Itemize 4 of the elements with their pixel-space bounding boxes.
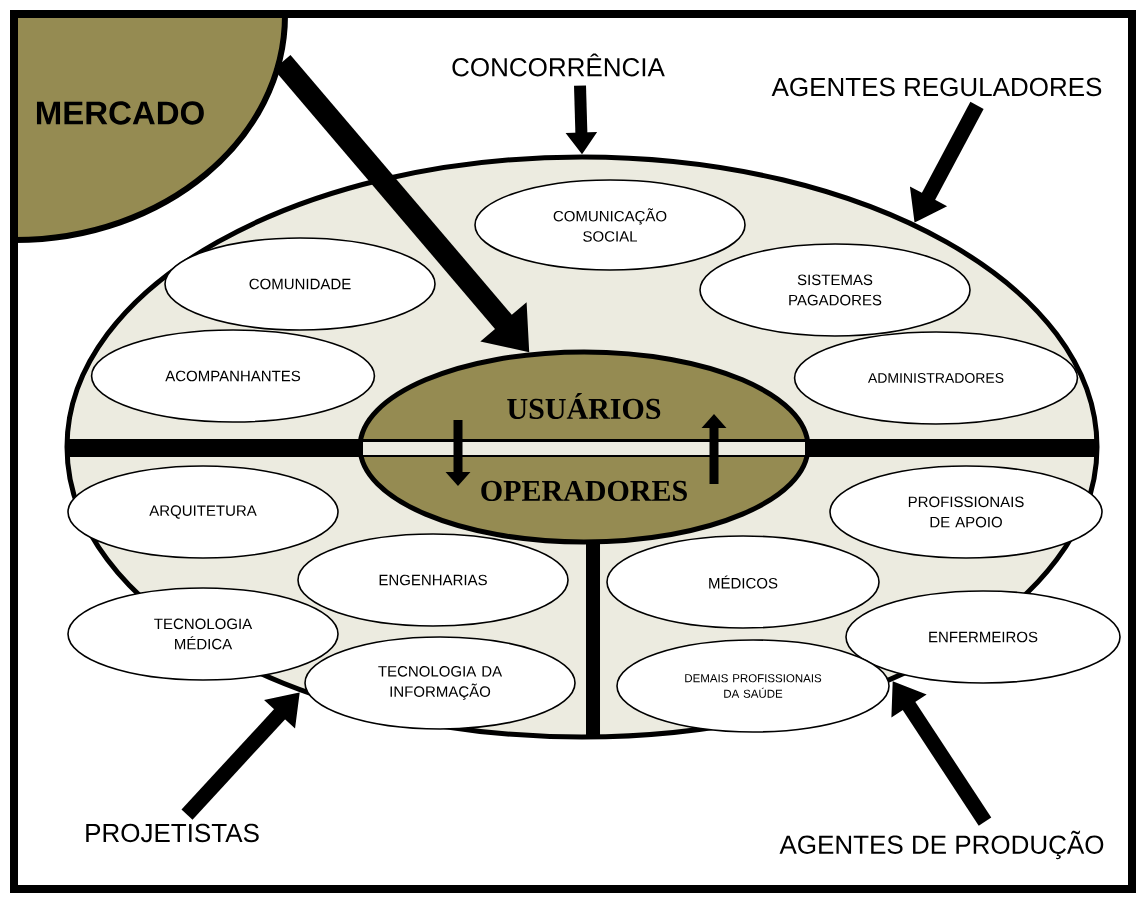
- heading-text: AGENTES DE PRODUÇÃO: [779, 830, 1104, 860]
- heading-text: CONCORRÊNCIA: [452, 53, 665, 77]
- heading-text: PROJETISTAS: [86, 823, 259, 843]
- heading-text: AGENTES REGULADORES: [771, 77, 1102, 97]
